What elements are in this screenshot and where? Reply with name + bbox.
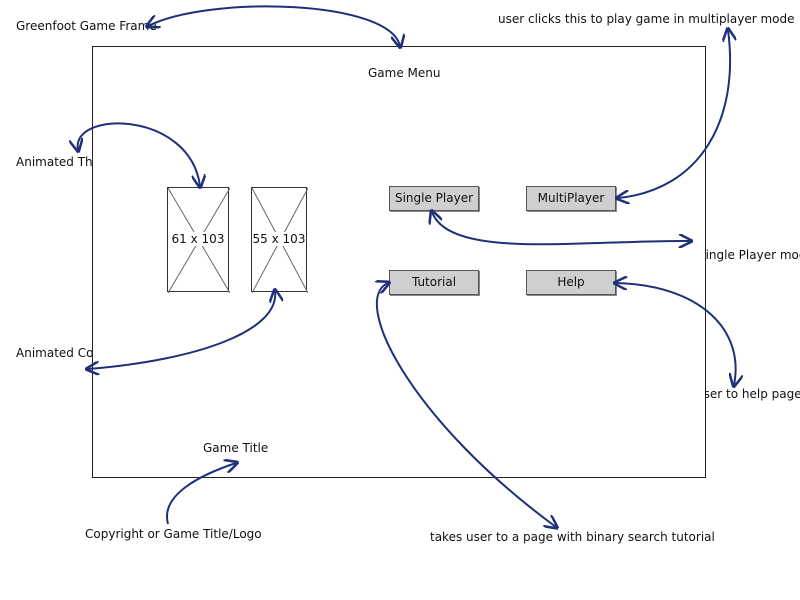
annotation-tutorial: takes user to a page with binary search … (430, 530, 715, 544)
multiplayer-button[interactable]: MultiPlayer (526, 186, 616, 211)
help-button[interactable]: Help (526, 270, 616, 295)
annotation-multiplayer: user clicks this to play game in multipl… (498, 12, 795, 26)
menu-title: Game Menu (368, 66, 441, 80)
cop-size-label: 55 x 103 (252, 232, 306, 246)
arrow-game-frame (148, 5, 400, 46)
thief-image-placeholder: 61 x 103 (167, 187, 230, 293)
tutorial-button[interactable]: Tutorial (389, 270, 479, 295)
thief-size-label: 61 x 103 (168, 232, 228, 246)
game-title: Game Title (203, 441, 269, 455)
annotation-game-frame: Greenfoot Game Frame (16, 19, 157, 33)
single-player-button[interactable]: Single Player (389, 186, 479, 211)
annotation-copyright: Copyright or Game Title/Logo (85, 527, 262, 541)
cop-image-placeholder: 55 x 103 (251, 187, 308, 293)
